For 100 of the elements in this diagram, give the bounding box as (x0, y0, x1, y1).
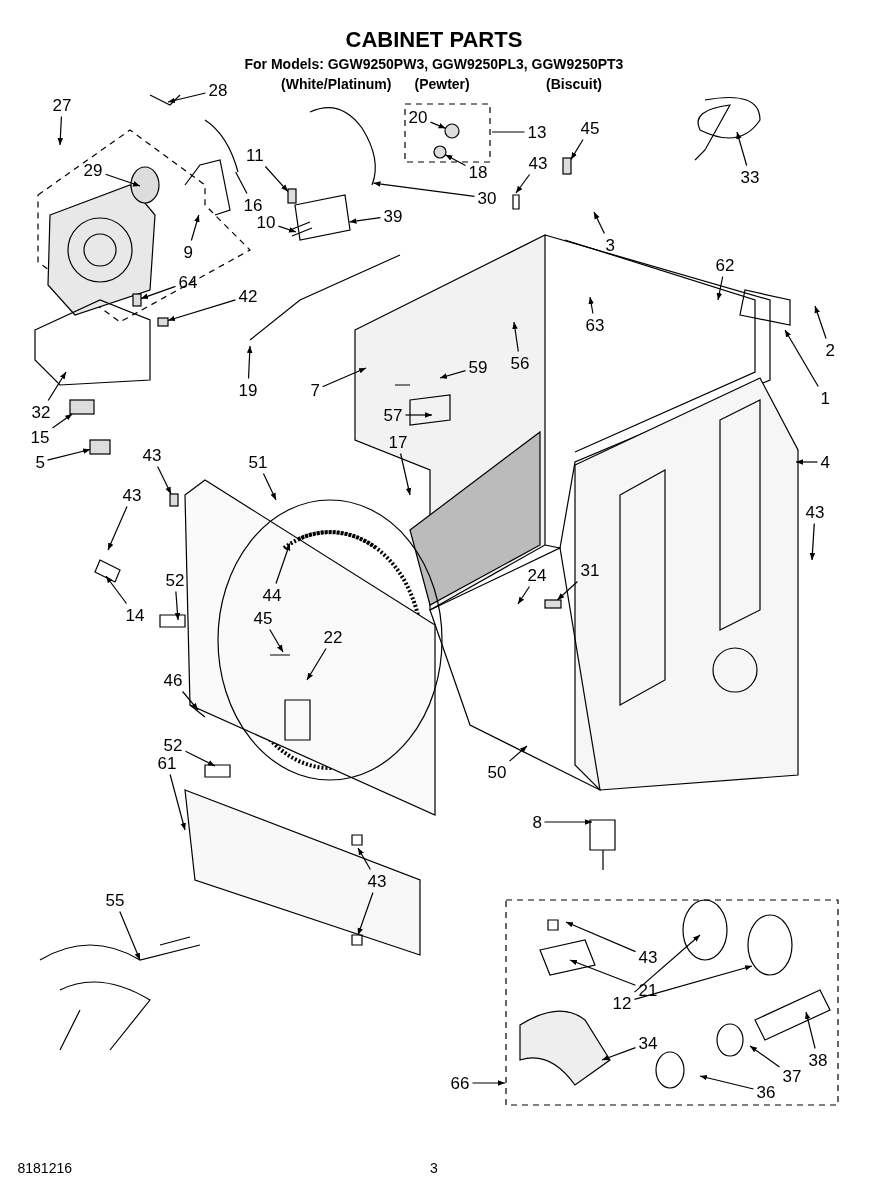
leader-line (119, 910, 141, 961)
switch-drawing (89, 439, 111, 455)
leader-line (357, 847, 371, 871)
leader-line (404, 412, 433, 418)
callout-number: 52 (164, 570, 186, 590)
leader-line (569, 959, 637, 986)
leader-line (169, 773, 186, 831)
leader-line (795, 459, 819, 465)
leader-line (269, 628, 284, 653)
leader-line (46, 448, 91, 461)
leader-line (167, 299, 237, 322)
callout-number: 45 (579, 118, 601, 138)
wire-drawing (204, 119, 239, 173)
callout-number: 29 (82, 160, 104, 180)
leader-line (736, 131, 748, 167)
leader-line (190, 214, 200, 242)
screw-drawing (169, 493, 179, 507)
callout-number: 36 (755, 1082, 777, 1102)
callout-number: 18 (467, 162, 489, 182)
screw-drawing (562, 157, 572, 175)
leader-line (277, 225, 297, 233)
leader-line (235, 171, 248, 195)
callout-number: 16 (242, 195, 264, 215)
callout-number: 37 (781, 1066, 803, 1086)
leader-line (784, 329, 819, 388)
callout-number: 59 (467, 357, 489, 377)
leader-line (444, 154, 467, 166)
part-number-text: 8181216 (17, 1161, 72, 1175)
callout-number: 33 (739, 167, 761, 187)
callout-number: 51 (247, 452, 269, 472)
callout-number: 24 (526, 565, 548, 585)
leader-line (262, 472, 277, 501)
leader-line (716, 275, 724, 301)
callout-number: 21 (637, 980, 659, 1000)
leader-line (749, 1045, 781, 1068)
callout-number: 15 (29, 427, 51, 447)
title: CABINET PARTS (345, 29, 523, 51)
callout-number: 19 (237, 380, 259, 400)
leader-line (182, 690, 199, 711)
callout-number: 52 (162, 735, 184, 755)
callout-number: 61 (156, 753, 178, 773)
leader-line (167, 92, 207, 104)
screw-drawing (287, 188, 297, 204)
leader-line (593, 211, 605, 235)
leader-line (601, 1047, 637, 1061)
callout-number: 43 (637, 947, 659, 967)
leader-line (348, 217, 382, 224)
callout-number: 43 (527, 153, 549, 173)
leader-line (321, 367, 367, 388)
leader-line (157, 465, 172, 495)
callout-number: 27 (51, 95, 73, 115)
callout-number: 56 (509, 353, 531, 373)
callout-number: 39 (382, 206, 404, 226)
leader-line (104, 173, 141, 187)
callout-number: 5 (34, 452, 46, 472)
callout-number: 9 (182, 242, 194, 262)
leader-line (372, 181, 476, 197)
model-list-text: For Models: GGW9250PW3, GGW9250PL3, GGW9250PT3 (244, 57, 624, 71)
leader-line (515, 173, 531, 194)
leader-line (633, 934, 701, 993)
callout-number: 50 (486, 762, 508, 782)
leader-line (491, 131, 526, 133)
leader-line (508, 745, 528, 762)
leader-line (512, 321, 519, 353)
callout-number: 20 (407, 107, 429, 127)
bracket-drawing (184, 159, 231, 216)
callout-number: 64 (177, 272, 199, 292)
callout-number: 14 (124, 605, 146, 625)
callout-number: 43 (141, 445, 163, 465)
leader-line (105, 575, 128, 605)
leader-line (439, 370, 467, 379)
callout-number: 17 (387, 432, 409, 452)
leader-line (429, 121, 447, 129)
door-seal-drawing (282, 530, 378, 550)
callout-number: 42 (237, 286, 259, 306)
callout-number: 46 (162, 670, 184, 690)
callout-number: 43 (804, 502, 826, 522)
callout-number: 13 (526, 122, 548, 142)
callout-number: 2 (824, 340, 836, 360)
screw-drawing (132, 293, 142, 307)
callout-number: 12 (611, 993, 633, 1013)
callout-number: 32 (30, 402, 52, 422)
leader-line (633, 965, 753, 1001)
callout-number: 7 (309, 380, 321, 400)
leader-line (47, 371, 67, 402)
callout-number: 4 (819, 452, 831, 472)
knob-drawing (444, 123, 460, 139)
finish-name-text: (White/Platinum) (281, 77, 392, 91)
bracket-drawing (294, 194, 351, 241)
leader-line (699, 1074, 755, 1090)
leader-line (570, 138, 584, 160)
callout-number: 62 (714, 255, 736, 275)
leader-line (275, 542, 291, 585)
callout-number: 43 (121, 485, 143, 505)
leader-line (556, 580, 579, 601)
callout-number: 63 (584, 315, 606, 335)
leader-line (51, 413, 73, 429)
leader-line (174, 590, 181, 621)
washer-drawing (433, 145, 447, 159)
leader-line (471, 1080, 506, 1086)
